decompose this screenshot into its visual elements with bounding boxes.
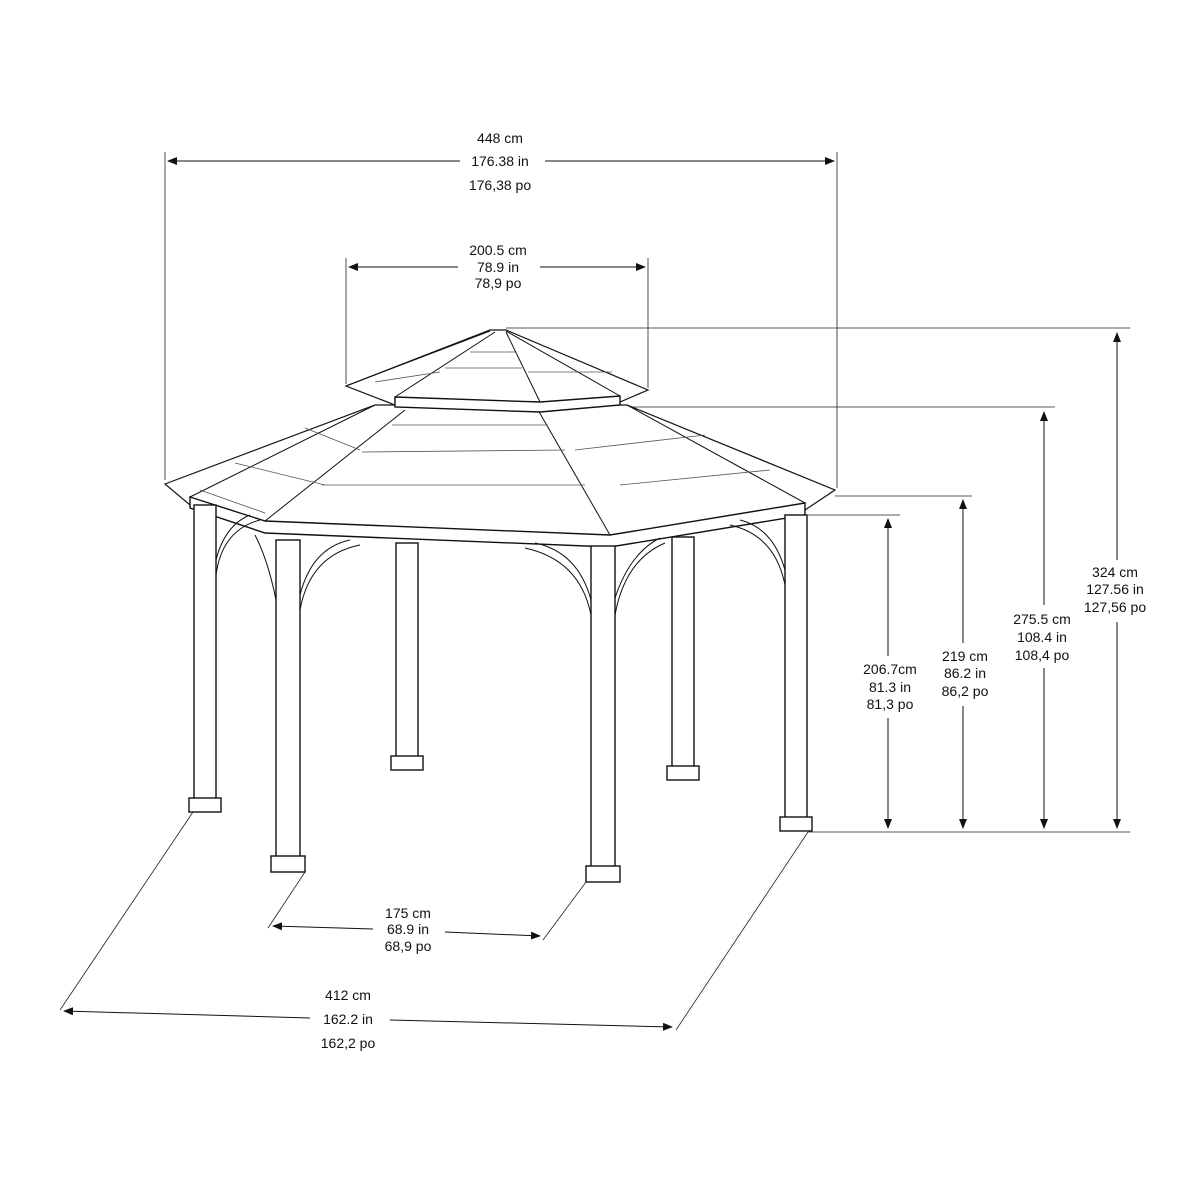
beam-clearance-cm: 206.7cm xyxy=(863,661,917,677)
dimension-beam-clearance: 206.7cm 81.3 in 81,3 po xyxy=(863,661,917,712)
overall-width-po: 176,38 po xyxy=(469,177,531,193)
front-posts xyxy=(188,504,813,883)
top-roof-width-po: 78,9 po xyxy=(475,275,522,291)
top-roof-width-in: 78.9 in xyxy=(477,259,519,275)
beam-clearance-po: 81,3 po xyxy=(867,696,914,712)
total-height-in: 127.56 in xyxy=(1086,581,1144,597)
upper-roof xyxy=(344,329,650,413)
overall-width-cm: 448 cm xyxy=(477,130,523,146)
side-length-in: 68.9 in xyxy=(387,921,429,937)
lower-roof-height-in: 108.4 in xyxy=(1017,629,1067,645)
dimension-total-height: 324 cm 127.56 in 127,56 po xyxy=(1084,564,1146,615)
eave-height-in: 86.2 in xyxy=(944,665,986,681)
lower-roof-height-cm: 275.5 cm xyxy=(1013,611,1071,627)
beam-clearance-in: 81.3 in xyxy=(869,679,911,695)
eave-height-cm: 219 cm xyxy=(942,648,988,664)
dimension-side-length: 175 cm 68.9 in 68,9 po xyxy=(385,905,432,954)
dimension-overall-width: 448 cm 176.38 in 176,38 po xyxy=(469,130,531,193)
total-height-po: 127,56 po xyxy=(1084,599,1146,615)
back-posts xyxy=(390,536,700,781)
side-length-cm: 175 cm xyxy=(385,905,431,921)
dimension-lower-roof-height: 275.5 cm 108.4 in 108,4 po xyxy=(1013,611,1071,663)
dimension-top-roof-width: 200.5 cm 78.9 in 78,9 po xyxy=(469,242,527,291)
base-width-in: 162.2 in xyxy=(323,1011,373,1027)
lower-roof-height-po: 108,4 po xyxy=(1015,647,1070,663)
eave-height-po: 86,2 po xyxy=(942,683,989,699)
gazebo-drawing xyxy=(163,329,837,883)
corner-brackets xyxy=(215,514,786,616)
top-roof-width-cm: 200.5 cm xyxy=(469,242,527,258)
overall-width-in: 176.38 in xyxy=(471,153,529,169)
lower-roof xyxy=(163,404,837,548)
dimension-lines xyxy=(59,152,1130,1031)
side-length-po: 68,9 po xyxy=(385,938,432,954)
dimension-base-width: 412 cm 162.2 in 162,2 po xyxy=(321,987,376,1051)
dimension-eave-height: 219 cm 86.2 in 86,2 po xyxy=(942,648,989,699)
base-width-po: 162,2 po xyxy=(321,1035,376,1051)
base-width-cm: 412 cm xyxy=(325,987,371,1003)
total-height-cm: 324 cm xyxy=(1092,564,1138,580)
